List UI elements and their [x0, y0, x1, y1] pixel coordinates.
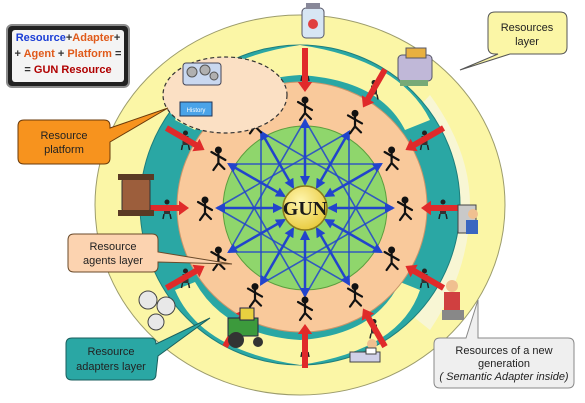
- gun-agent-link: [227, 218, 286, 254]
- formula-term-resource: Resource: [15, 32, 66, 44]
- formula-text: Resource+Adapter+ + Agent + Platform = =…: [12, 30, 124, 82]
- gun-core: [282, 185, 328, 231]
- adapter-agent-link: [164, 264, 205, 291]
- agent-figure: [246, 283, 264, 308]
- formula-op: +: [57, 48, 65, 60]
- adapter-agent-link: [145, 200, 189, 216]
- resource-platform-callout: [17, 107, 169, 165]
- formula-box: Resource+Adapter+ + Agent + Platform = =…: [6, 24, 130, 88]
- formula-line-2: + Agent + Platform =: [12, 46, 124, 62]
- dish-antennas-icon: [138, 290, 176, 331]
- adapter-agent-link: [361, 67, 388, 108]
- formula-op: =: [115, 48, 122, 60]
- history-server-icon: [179, 62, 222, 117]
- resource-platform-label-2: platform: [44, 144, 84, 156]
- formula-op: +: [14, 48, 21, 60]
- new-generation-label-2: generation: [478, 358, 530, 370]
- agent-figure: [210, 246, 227, 272]
- gun-links: [215, 118, 395, 298]
- new-generation-zone: [415, 95, 470, 330]
- history-label: History: [187, 108, 206, 114]
- formula-op: =: [24, 64, 31, 76]
- agent-figure: [196, 196, 214, 222]
- resource-adapters-label-1: Resource: [87, 346, 134, 358]
- gun-agent-link: [324, 218, 383, 254]
- new-generation-label-1: Resources of a new: [455, 345, 552, 357]
- tractor-icon: [227, 307, 263, 348]
- gun-label: GUN: [283, 198, 328, 220]
- adapter-agent-link: [297, 48, 313, 92]
- resources-layer-label-2: layer: [515, 36, 539, 48]
- agent-figure: [383, 146, 400, 172]
- resource-platform-label-1: Resource: [40, 130, 87, 142]
- gun-agent-link: [259, 227, 295, 286]
- gun-agent-link: [324, 162, 383, 198]
- formula-term-platform: Platform: [67, 48, 112, 60]
- resources-layer-callout: [459, 11, 568, 71]
- resource-adapters-callout: [65, 317, 211, 381]
- formula-term-gun-resource: GUN Resource: [33, 64, 112, 76]
- engineer-icon: [457, 204, 478, 234]
- formula-op: +: [65, 32, 73, 44]
- doctor-patient-icon: [349, 339, 381, 363]
- resource-icons: [118, 3, 478, 363]
- agent-figure: [383, 246, 400, 272]
- adapter-links: [145, 48, 465, 368]
- mechanic-icon: [442, 280, 464, 320]
- adapter-agent-link: [297, 324, 313, 368]
- adapter-agent-link: [361, 308, 388, 349]
- agent-agent-link: [260, 131, 394, 209]
- gun-agent-link: [315, 130, 351, 189]
- resource-agents-callout: [67, 233, 233, 273]
- resource-adapters-label-2: adapters layer: [76, 361, 146, 373]
- agent-figure: [296, 96, 314, 122]
- formula-line-1: Resource+Adapter+: [12, 30, 124, 46]
- gun-agent-link: [315, 227, 351, 286]
- medicine-bottle-icon: [301, 3, 325, 39]
- adapter-agent-link: [421, 200, 465, 216]
- formula-op: +: [113, 32, 121, 44]
- formula-term-agent: Agent: [23, 48, 55, 60]
- adapter-agent-link: [164, 125, 205, 152]
- new-generation-callout: [433, 299, 575, 389]
- agent-figure: [396, 196, 414, 222]
- formula-line-3: = GUN Resource: [12, 62, 124, 78]
- transformer-icon: [118, 174, 154, 216]
- gun-agent-link: [227, 162, 286, 198]
- new-generation-label-3: ( Semantic Adapter inside): [439, 371, 569, 383]
- adapter-agent-link: [405, 125, 446, 152]
- agent-figure: [346, 283, 364, 308]
- agent-figure: [346, 109, 364, 135]
- adapter-agent-link: [405, 264, 446, 291]
- gun-agent-link: [259, 130, 295, 189]
- resource-agents-label-1: Resource: [89, 241, 136, 253]
- agent-figure: [296, 296, 314, 322]
- resources-layer-label-1: Resources: [501, 22, 554, 34]
- resource-platform-bubble: [162, 56, 288, 134]
- resource-agents-label-2: agents layer: [83, 255, 143, 267]
- robot-arm-icon: [397, 47, 433, 86]
- agent-figure: [210, 146, 227, 172]
- formula-term-adapter: Adapter: [72, 32, 114, 44]
